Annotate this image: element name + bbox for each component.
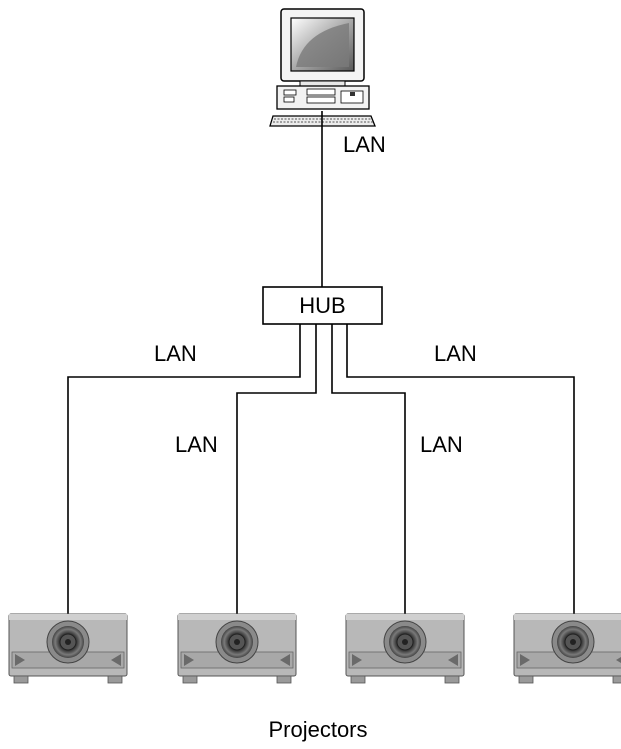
projector-icon (8, 613, 128, 684)
projector-icon (513, 613, 621, 684)
projector-icon (345, 613, 465, 684)
hub-label: HUB (299, 293, 345, 318)
wire-hub-projector-2 (236, 324, 317, 614)
hub-box: HUB (262, 286, 383, 325)
lan-label-projector-4: LAN (434, 341, 477, 366)
lan-wires (67, 111, 575, 614)
projector-icon (177, 613, 297, 684)
wire-hub-projector-4 (346, 324, 575, 614)
lan-label-pc-hub: LAN (343, 132, 386, 157)
pc-icon (269, 8, 376, 127)
lan-label-projector-2: LAN (175, 432, 218, 457)
wire-hub-projector-1 (67, 324, 301, 614)
lan-label-projector-1: LAN (154, 341, 197, 366)
projectors-caption: Projectors (268, 717, 367, 742)
lan-label-projector-3: LAN (420, 432, 463, 457)
wire-hub-projector-3 (331, 324, 406, 614)
